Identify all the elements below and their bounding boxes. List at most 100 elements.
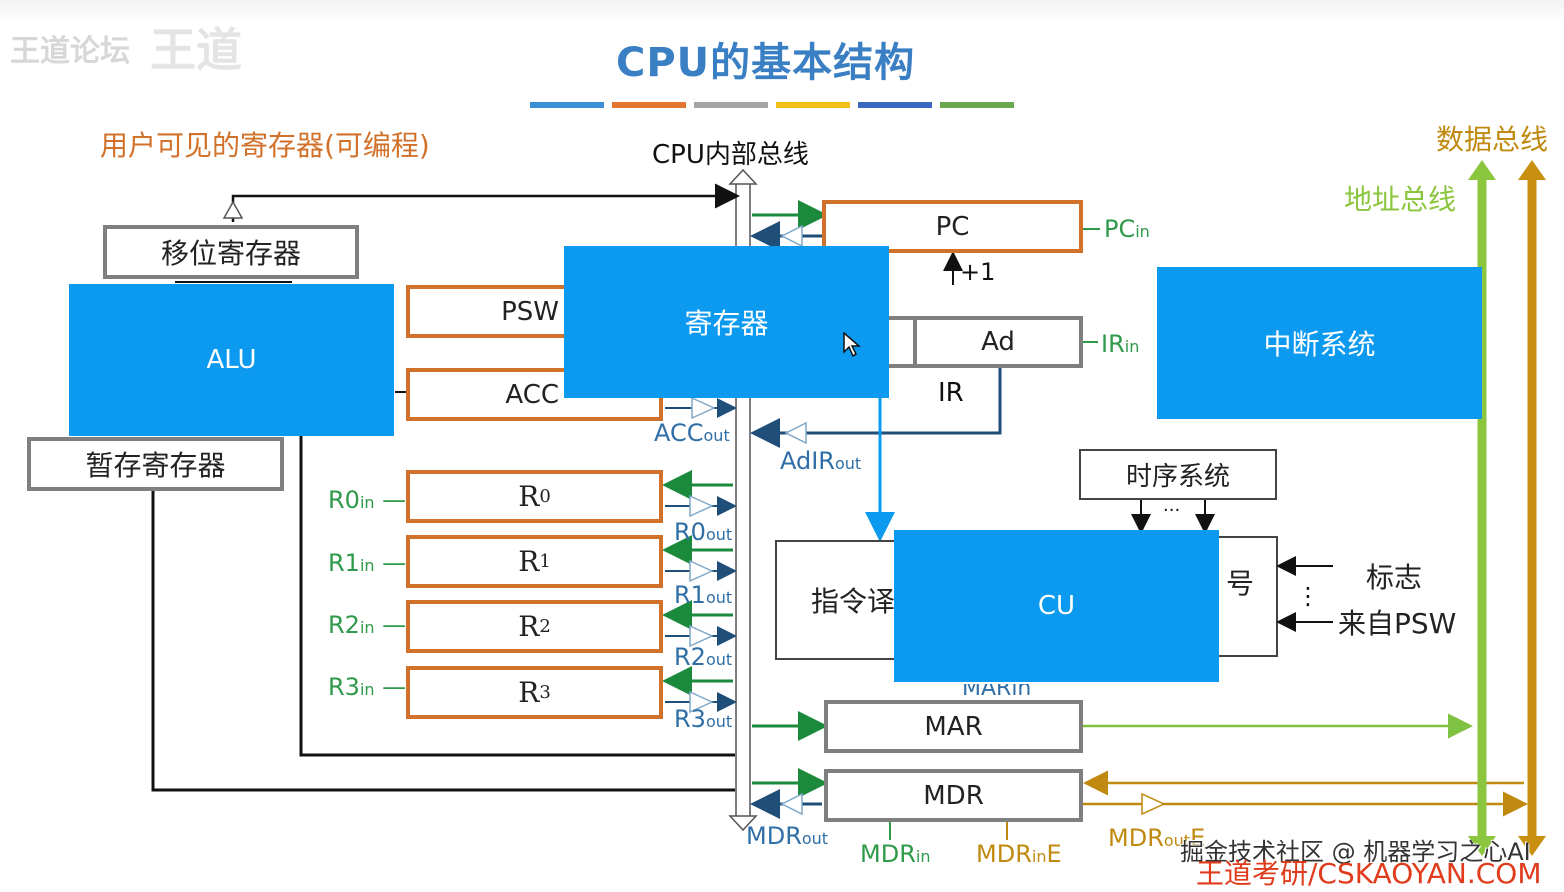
- mdr-out-e-e: E: [1190, 824, 1206, 852]
- r0-out-suffix: out: [705, 525, 733, 544]
- r3-in-suffix: in: [359, 680, 375, 699]
- flags-ellipsis: ⋮: [1296, 582, 1320, 610]
- title-underline-bar: [776, 102, 850, 108]
- r1-in-signal: R1in —: [328, 549, 407, 577]
- mdr-out-e-signal: MDRoutE: [1108, 824, 1205, 852]
- temp-register-box: 暂存寄存器: [27, 437, 284, 491]
- pc-register: PC: [822, 200, 1083, 253]
- register-r3-label: R: [518, 676, 540, 709]
- register-r1-sub: 1: [539, 551, 551, 572]
- register-r0-label: R: [518, 480, 540, 513]
- interrupt-system-block: 中断系统: [1157, 267, 1482, 419]
- pc-in-name: PC: [1104, 215, 1136, 243]
- register-out-buffer: [689, 494, 714, 518]
- instruction-decoder-box: 指令译: [775, 540, 900, 660]
- mdr-out-suffix: out: [801, 829, 829, 848]
- acc-label: ACC: [505, 379, 559, 410]
- flags-label: 标志: [1366, 561, 1423, 594]
- watermark-top-left: 王道论坛: [10, 34, 130, 69]
- adir-out-signal: AdIRout: [780, 447, 861, 475]
- pc-in-suffix: in: [1135, 222, 1150, 241]
- r2-in-signal: R2in —: [328, 611, 407, 639]
- shift-register-box: 移位寄存器: [103, 225, 359, 279]
- mdr-register: MDR: [824, 769, 1083, 822]
- ir-in-signal: IRin: [1101, 330, 1139, 358]
- r1-out-name: R1: [674, 581, 706, 609]
- acc-out-signal: ACCout: [654, 419, 730, 447]
- register-r2-label: R: [518, 610, 540, 643]
- r3-in-signal: R3in —: [328, 673, 407, 701]
- data-bus-label: 数据总线: [1436, 123, 1549, 156]
- mar-in-partial-signal: MARin: [962, 676, 1032, 701]
- r0-in-suffix: in: [359, 493, 375, 512]
- title-underline-bar: [612, 102, 686, 108]
- ir-label: IR: [938, 378, 964, 408]
- mdr-in-signal: MDRin: [860, 840, 930, 868]
- title-underline-bar: [530, 102, 604, 108]
- acc-out-suffix: out: [703, 426, 730, 445]
- title-underline-bar: [858, 102, 932, 108]
- r0-out-name: R0: [674, 518, 706, 546]
- mdr-out-signal: MDRout: [746, 822, 828, 850]
- mdr-out-e-suffix: out: [1163, 831, 1191, 850]
- mdr-in-suffix: in: [915, 847, 931, 866]
- mdr-out-name: MDR: [746, 822, 802, 850]
- top-band: [0, 0, 1564, 22]
- title-underline-bar: [694, 102, 768, 108]
- mdr-in-e-name: MDR: [976, 840, 1032, 868]
- watermark-top-left-2: 王道: [150, 23, 242, 77]
- r2-out-suffix: out: [705, 650, 733, 669]
- address-bus-label: 地址总线: [1344, 183, 1457, 216]
- user-visible-registers-label: 用户可见的寄存器(可编程): [100, 129, 430, 162]
- title-underline-bar: [940, 102, 1014, 108]
- register-file-block: 寄存器: [564, 246, 889, 398]
- mdr-in-e-suffix: in: [1031, 847, 1047, 866]
- register-r1-label: R: [518, 545, 540, 578]
- from-psw-label: 来自PSW: [1338, 607, 1457, 640]
- page-title: CPU的基本结构: [616, 40, 916, 86]
- r0-in-signal: R0in —: [328, 486, 407, 514]
- r3-in-name: R3: [328, 673, 360, 701]
- r0-out-signal: R0out: [674, 518, 732, 546]
- cu-block: CU: [894, 530, 1219, 682]
- mdr-in-name: MDR: [860, 840, 916, 868]
- r2-in-suffix: in: [359, 618, 375, 637]
- cpu-internal-bus-label: CPU内部总线: [652, 140, 809, 170]
- r3-out-name: R3: [674, 705, 706, 733]
- ir-address-field: Ad: [913, 316, 1083, 368]
- mdr-in-e-signal: MDRinE: [976, 840, 1062, 868]
- r3-out-suffix: out: [705, 712, 733, 731]
- pc-increment-label: +1: [960, 258, 996, 286]
- alu-block: ALU: [69, 284, 394, 436]
- r3-out-signal: R3out: [674, 705, 732, 733]
- timing-system-box: 时序系统: [1079, 449, 1277, 500]
- adir-out-name: AdIR: [780, 447, 835, 475]
- psw-label: PSW: [501, 296, 559, 327]
- r1-out-signal: R1out: [674, 581, 732, 609]
- r2-out-name: R2: [674, 643, 706, 671]
- pc-in-signal: PCin: [1104, 215, 1150, 243]
- ir-in-suffix: in: [1124, 337, 1140, 356]
- watermark-bottom-right-2: 王道考研/CSKAOYAN.COM: [1196, 857, 1542, 890]
- register-r2-sub: 2: [539, 616, 551, 637]
- register-r3-sub: 3: [539, 682, 551, 703]
- r1-in-suffix: in: [359, 556, 375, 575]
- r2-in-name: R2: [328, 611, 360, 639]
- mdr-in-e-e: E: [1046, 840, 1062, 868]
- r2-out-signal: R2out: [674, 643, 732, 671]
- r1-out-suffix: out: [705, 588, 733, 607]
- signal-partial-label: 号: [1226, 567, 1255, 600]
- adir-out-suffix: out: [834, 454, 862, 473]
- acc-out-name: ACC: [654, 419, 704, 447]
- register-r0-sub: 0: [539, 486, 551, 507]
- register-out-buffer: [689, 559, 714, 583]
- mdr-out-e-name: MDR: [1108, 824, 1164, 852]
- ir-in-name: IR: [1101, 330, 1125, 358]
- mouse-cursor-icon: [843, 332, 861, 358]
- r0-in-name: R0: [328, 486, 360, 514]
- register-out-buffer: [689, 624, 714, 648]
